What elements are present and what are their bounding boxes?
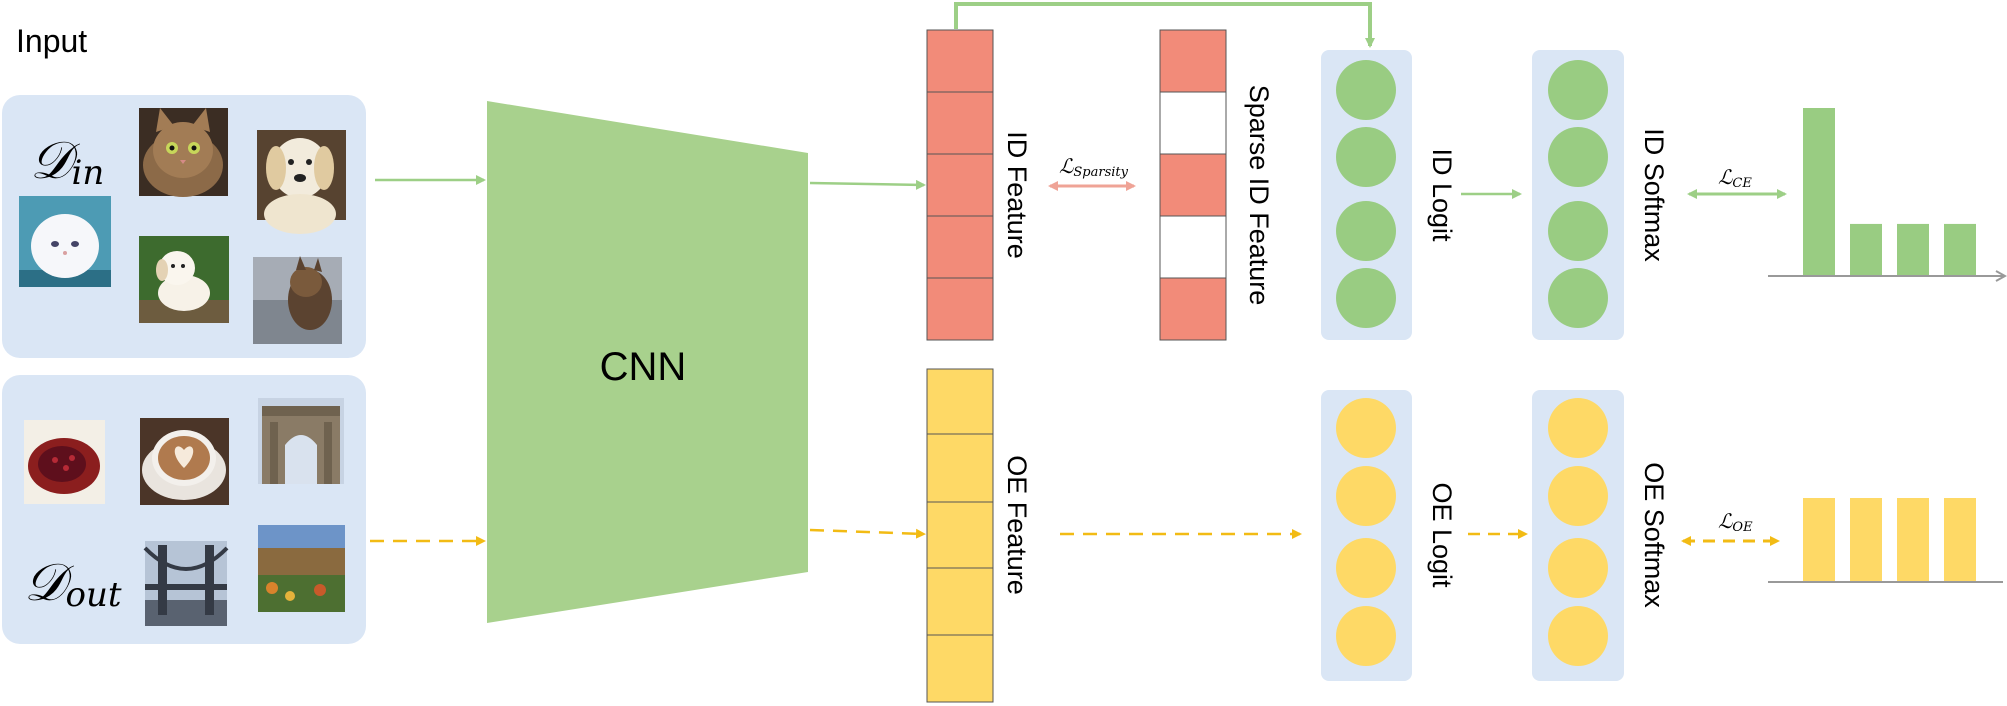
oe-softmax-bar-1	[1803, 498, 1835, 582]
oe-softmax-chart	[1768, 498, 2003, 583]
golden-retriever-photo-icon	[257, 130, 346, 234]
stone-arch-photo-icon	[258, 398, 344, 484]
oe-loss-label: ℒOE	[1718, 509, 1753, 535]
oe-logit-label: OE Logit	[1427, 482, 1457, 588]
oe-softmax-bar-2	[1850, 498, 1882, 582]
pomegranate-photo-icon	[24, 420, 105, 504]
id-softmax-bar-4	[1944, 223, 1976, 276]
oe-feature-label: OE Feature	[1002, 455, 1032, 595]
id-softmax-bar-3	[1897, 223, 1929, 276]
oe-feature-vector	[926, 368, 994, 703]
id-softmax-chart	[1768, 108, 2007, 282]
id-feature-label: ID Feature	[1002, 131, 1032, 259]
id-softmax-bar-1	[1803, 108, 1835, 276]
id-softmax-label: ID Softmax	[1639, 128, 1669, 262]
oe-softmax-layer	[1532, 390, 1624, 681]
puppy-photo-icon	[139, 236, 229, 323]
oe-softmax-bar-3	[1897, 498, 1929, 582]
bridge-photo-icon	[143, 541, 229, 626]
persian-cat-photo-icon	[19, 196, 111, 287]
skip-connection-arrow	[954, 2, 1375, 48]
oe-logit-layer	[1321, 390, 1412, 681]
id-softmax-bar-2	[1850, 223, 1882, 276]
sparse-id-feature-vector	[1159, 29, 1227, 341]
in-distribution-panel: 𝒟in	[2, 95, 366, 358]
yorkshire-terrier-photo-icon	[253, 256, 342, 344]
ce-loss-label: ℒCE	[1718, 165, 1752, 191]
cnn-to-id-feature-arrow	[809, 179, 926, 190]
id-feature-vector	[926, 29, 994, 341]
id-logit-layer	[1321, 50, 1412, 340]
sparsity-loss-label: ℒSparsity	[1059, 154, 1129, 180]
oe-softmax-label: OE Softmax	[1639, 462, 1669, 608]
garden-photo-icon	[258, 525, 345, 612]
cnn-label: CNN	[600, 345, 687, 389]
out-of-distribution-panel: 𝒟out	[2, 375, 366, 644]
cnn-block	[487, 101, 808, 623]
id-softmax-layer	[1532, 50, 1624, 340]
input-label: Input	[16, 23, 87, 59]
id-logit-label: ID Logit	[1427, 148, 1457, 242]
cat-photo-icon	[139, 108, 228, 197]
oe-softmax-bar-4	[1944, 498, 1976, 582]
cnn-to-oe-feature-arrow	[809, 528, 926, 539]
latte-art-photo-icon	[140, 418, 229, 505]
sparse-id-feature-label: Sparse ID Feature	[1244, 85, 1274, 306]
